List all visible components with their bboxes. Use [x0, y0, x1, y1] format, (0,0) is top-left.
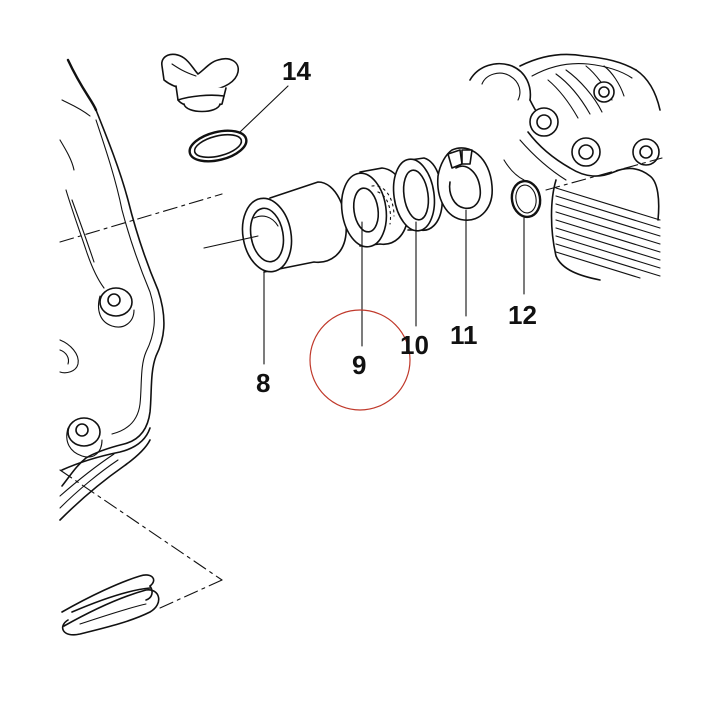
- label-part-9: 9: [352, 350, 366, 380]
- assembly-axis-lines: [59, 157, 663, 609]
- label-part-8: 8: [256, 368, 270, 398]
- label-part-12: 12: [508, 300, 537, 330]
- label-part-10: 10: [400, 330, 429, 360]
- part-12-o-ring: [510, 179, 542, 219]
- label-part-11: 11: [450, 320, 478, 350]
- part-8-sleeve: [241, 181, 347, 273]
- part-14-o-ring: [188, 129, 248, 163]
- part-11-circlip: [437, 147, 493, 221]
- label-part-14: 14: [282, 56, 311, 86]
- leader-14: [239, 85, 289, 133]
- leader-8-axis: [203, 235, 259, 249]
- highlight-circle: [309, 309, 411, 411]
- leader-lines: [203, 85, 525, 365]
- left-housing: [59, 58, 165, 521]
- part-10-washer: [392, 157, 444, 232]
- part-14-plug: [161, 53, 240, 113]
- right-housing: [469, 53, 661, 281]
- wire-clip: [61, 574, 160, 636]
